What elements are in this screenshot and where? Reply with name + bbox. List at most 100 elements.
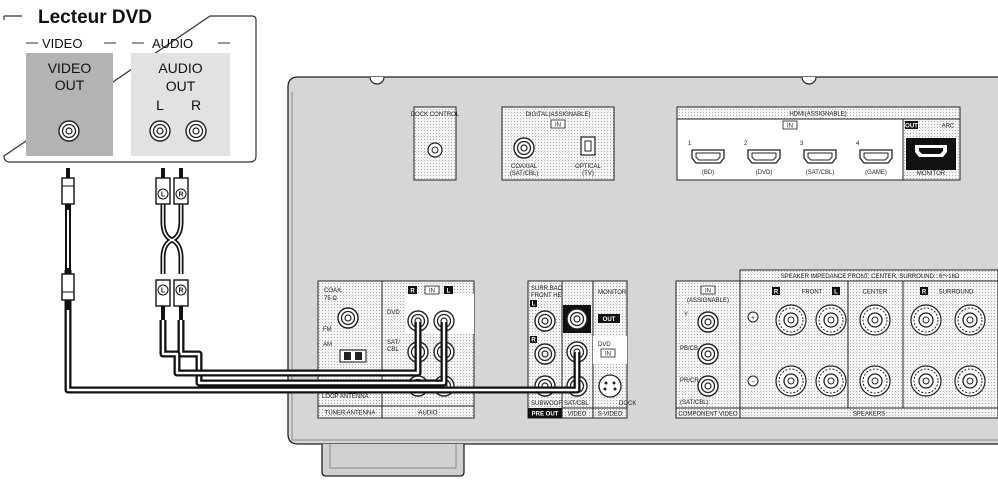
s-video-dock-jack[interactable]: [598, 374, 622, 398]
audio-r-label: R: [410, 289, 415, 295]
audio-left-plug-bottom-label: L: [161, 288, 166, 295]
hdmi-monitor-label: MONITOR: [917, 171, 946, 177]
s-video-dock-label: DOCK: [619, 401, 636, 407]
audio-sat-label: SAT/: [387, 340, 400, 346]
coaxial-label-1: COAXIAL: [511, 164, 538, 170]
center-label: CENTER: [863, 290, 888, 296]
front-l-minus-terminal[interactable]: [815, 365, 847, 397]
hdmi-port-4-number: 4: [856, 141, 860, 147]
audio-group-label: AUDIO: [152, 36, 193, 51]
video-sat-label: SAT/CBL: [564, 401, 589, 407]
hdmi-port-4-name: (GAME): [865, 170, 887, 176]
pre-out-r-label: R: [531, 338, 536, 344]
hdmi-port-3-name: (SAT/CBL): [806, 170, 835, 176]
hdmi-port-3-number: 3: [800, 141, 804, 147]
dvd-player: Lecteur DVD VIDEO AUDIO VIDEO OUT AUDIO …: [3, 7, 257, 163]
negative-terminal-label: −: [751, 379, 755, 386]
audio-l-label: L: [447, 289, 451, 295]
surround-r-label: R: [922, 290, 927, 296]
video-monitor-out-jack[interactable]: [566, 308, 588, 330]
tuner-antenna-label: TUNER ANTENNA: [325, 411, 376, 417]
am-label: AM: [323, 342, 332, 348]
subwoofer-label: SUBWOOFER: [531, 401, 571, 407]
hdmi-port-2-name: (DVD): [756, 170, 773, 176]
audio-right-plug-top-label: R: [178, 192, 183, 199]
hdmi-arc-label: ARC: [942, 124, 955, 130]
component-in-label: IN: [705, 289, 711, 295]
audio-out-label-2: OUT: [166, 78, 196, 94]
optical-label-2: (TV): [582, 171, 594, 177]
positive-terminal-label: +: [751, 315, 755, 322]
hdmi-input-port-4[interactable]: 4 (GAME): [856, 141, 893, 176]
av-receiver: DOCK CONTROL DIGITAL(ASSIGNABLE) IN COAX…: [287, 76, 998, 477]
pre-out-label: PRE OUT: [532, 412, 559, 418]
video-out-label: OUT: [603, 317, 616, 323]
plugs: L R L R: [61, 168, 189, 320]
am-antenna-terminal[interactable]: [339, 349, 367, 363]
front-r-label: R: [774, 290, 779, 296]
audio-out-left-jack[interactable]: [149, 120, 171, 142]
center-minus-terminal[interactable]: [859, 365, 891, 397]
audio-cbl-label: CBL: [387, 347, 399, 353]
coax-label: COAX.: [324, 288, 343, 294]
center-plus-terminal[interactable]: [859, 304, 891, 336]
video-monitor-label: MONITOR: [598, 290, 627, 296]
audio-left-plug-top-label: L: [161, 192, 166, 199]
component-y-jack[interactable]: [697, 311, 719, 333]
optical-label-1: OPTICAL: [575, 164, 601, 170]
component-pr-jack[interactable]: [697, 375, 719, 397]
hdmi-input-port-3[interactable]: 3 (SAT/CBL): [800, 141, 837, 176]
pre-out-l-label: L: [532, 302, 536, 308]
audio-out-right-jack[interactable]: [185, 120, 207, 142]
hdmi-port-1-name: (BD): [702, 170, 714, 176]
audio-panel-label: AUDIO: [418, 411, 437, 417]
component-sat-label: (SAT/CBL): [680, 400, 709, 406]
surround-l-minus-terminal[interactable]: [954, 365, 986, 397]
surround-l-plus-terminal[interactable]: [954, 304, 986, 336]
front-l-plus-terminal[interactable]: [815, 304, 847, 336]
fm-antenna-jack[interactable]: [337, 307, 359, 329]
video-dvd-label: DVD: [598, 342, 611, 348]
surround-r-plus-terminal[interactable]: [910, 304, 942, 336]
video-out-label-2: OUT: [55, 77, 85, 93]
front-l-label: L: [834, 290, 838, 296]
hdmi-input-port-2[interactable]: 2 (DVD): [744, 141, 781, 176]
audio-in-label: IN: [429, 289, 435, 295]
coaxial-jack[interactable]: [513, 137, 535, 159]
hdmi-title: HDMI(ASSIGNABLE): [789, 112, 846, 118]
digital-title: DIGITAL(ASSIGNABLE): [526, 112, 591, 118]
cables: [64, 202, 581, 394]
dock-control-label: DOCK CONTROL: [411, 112, 460, 118]
audio-right-plug-bottom-label: R: [178, 288, 183, 295]
hdmi-out-label: OUT: [905, 124, 918, 130]
coax-ohm-label: 75 Ω: [324, 296, 337, 302]
speakers-label: SPEAKERS: [853, 412, 885, 418]
hdmi-input-port-1[interactable]: 1 (BD): [688, 141, 725, 176]
audio-out-label-1: AUDIO: [158, 60, 202, 76]
front-r-minus-terminal[interactable]: [775, 365, 807, 397]
surround-r-minus-terminal[interactable]: [910, 365, 942, 397]
audio-left-plug-top: L: [155, 168, 171, 205]
component-y-label: Y: [684, 312, 688, 318]
video-out-label-1: VIDEO: [48, 60, 92, 76]
video-group-label: VIDEO: [42, 36, 82, 51]
dock-control-jack[interactable]: [427, 142, 443, 158]
front-r-plus-terminal[interactable]: [775, 304, 807, 336]
video-in-label: IN: [605, 352, 611, 358]
video-panel-label: VIDEO: [568, 412, 587, 418]
audio-right-plug-bottom: R: [173, 279, 189, 320]
surround-label: SURROUND: [939, 290, 974, 296]
pre-out-r-jack[interactable]: [534, 343, 556, 365]
video-out-jack[interactable]: [58, 120, 80, 142]
front-height-label: FRONT HEIGHT: [531, 293, 576, 299]
audio-out-right-label: R: [191, 97, 201, 113]
fm-label: FM: [323, 327, 332, 333]
audio-left-plug-bottom: L: [155, 279, 171, 320]
coaxial-label-2: (SAT/CBL): [510, 171, 539, 177]
loop-antenna-label: LOOP ANTENNA: [322, 394, 369, 400]
component-video-label: COMPONENT VIDEO: [678, 412, 738, 418]
component-pr-label: PR/CR: [680, 378, 699, 384]
pre-out-l-jack[interactable]: [534, 310, 556, 332]
component-pb-jack[interactable]: [697, 343, 719, 365]
audio-out-left-label: L: [156, 97, 164, 113]
